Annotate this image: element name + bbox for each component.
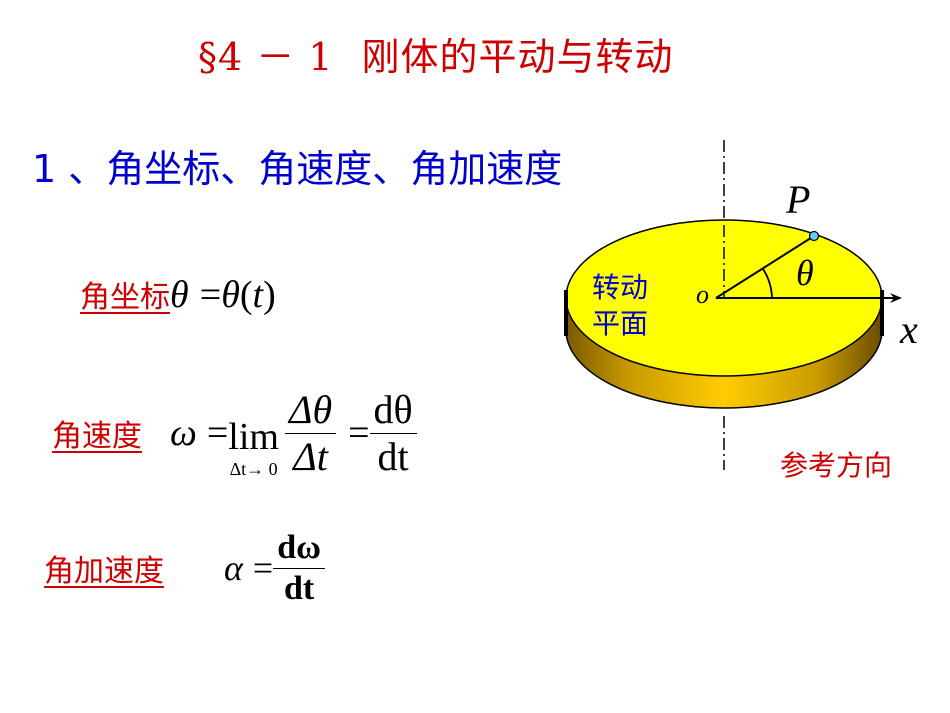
rigid-body-disk-illustration <box>564 140 902 470</box>
section-heading: 1 、角坐标、角速度、角加速度 <box>32 147 563 191</box>
equals-sign: = <box>252 548 274 589</box>
fraction-denominator: Δt <box>293 433 328 479</box>
angle-arc <box>762 268 773 299</box>
fraction-delta: Δθ Δt <box>284 388 337 479</box>
fraction-denominator: dt <box>283 569 315 607</box>
limit-subscript: Δt→ 0 <box>229 459 278 479</box>
formula-lhs: α <box>224 548 243 589</box>
fraction-numerator: dω <box>273 530 325 569</box>
slide-title: §4 － 1 刚体的平动与转动 <box>198 26 674 81</box>
title-text: 刚体的平动与转动 <box>361 35 674 79</box>
limit-operator: lim <box>228 416 279 458</box>
fraction-derivative: dθ dt <box>369 388 417 479</box>
formula-lhs: ω <box>170 412 197 454</box>
definition-label: 角速度 <box>52 419 142 454</box>
origin-label: o <box>696 280 709 309</box>
fraction-denominator: dt <box>377 433 409 479</box>
section-number: §4 － 1 <box>198 35 334 79</box>
definition-angular-velocity: 角速度 ω = lim Δt→ 0 Δθ Δt = dθ dt <box>52 388 417 478</box>
formula-rhs-func: θ <box>221 274 240 316</box>
x-axis-arrow-icon <box>890 293 902 303</box>
fraction-numerator: dθ <box>369 388 417 434</box>
radius-line <box>715 235 815 299</box>
point-label: P <box>786 177 811 222</box>
plane-label: 转动 平面 <box>592 270 648 342</box>
equals-sign: = <box>199 274 222 316</box>
angle-label: θ <box>796 253 814 293</box>
equals-sign: = <box>348 412 370 454</box>
fraction-derivative: dω dt <box>273 530 325 606</box>
limit: lim Δt→ 0 <box>228 418 279 478</box>
formula-rhs-arg: (t) <box>239 274 276 316</box>
axis-label: x <box>900 307 918 352</box>
formula-lhs: θ <box>170 274 189 316</box>
reference-direction-label: 参考方向 <box>780 449 893 482</box>
plane-label-line2: 平面 <box>592 307 649 340</box>
equals-sign: = <box>206 412 229 454</box>
definition-label: 角坐标 <box>80 280 170 315</box>
definition-angular-acceleration: 角加速度 α = dω dt <box>44 530 325 606</box>
fraction-numerator: Δθ <box>284 388 337 434</box>
rotation-diagram: P θ o x 转动 平面 <box>556 140 950 490</box>
plane-label-line1: 转动 <box>592 271 649 304</box>
definition-angular-coordinate: 角坐标θ =θ(t) <box>80 272 276 317</box>
definition-label: 角加速度 <box>44 554 164 590</box>
point-p-marker <box>808 230 820 242</box>
